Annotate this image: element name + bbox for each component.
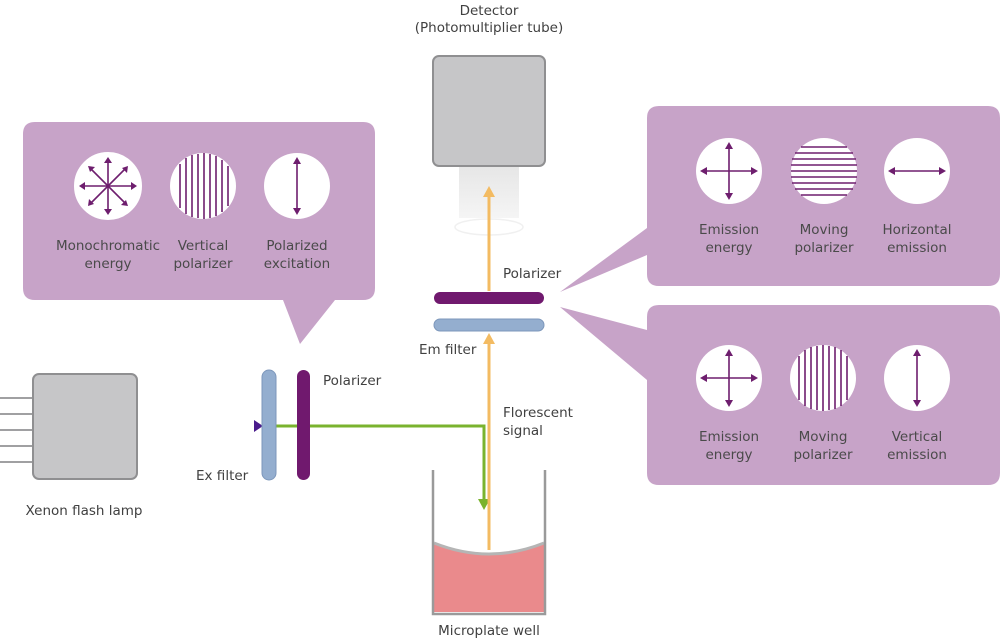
caption-line: Vertical [177, 238, 229, 254]
emission-beam [483, 186, 495, 550]
vertical-lines-icon [790, 345, 856, 411]
lamp-label: Xenon flash lamp [25, 503, 143, 519]
detector-label: Detector [459, 3, 519, 19]
caption-line: energy [705, 447, 753, 463]
monochromatic-beam [138, 420, 263, 432]
em-polarizer [434, 292, 544, 304]
ex-polarizer [297, 370, 310, 480]
xenon-flash-lamp [0, 373, 138, 480]
caption-line: polarizer [794, 240, 854, 256]
caption-horizontal-emission: Horizontal emission [862, 221, 972, 257]
caption-line: Emission [698, 429, 760, 445]
caption-line: energy [705, 240, 753, 256]
caption-vertical-emission: Vertical emission [862, 428, 972, 464]
caption-line: polarizer [173, 256, 233, 272]
cross-arrows-icon [696, 138, 762, 204]
ex-filter [261, 369, 277, 481]
vertical-lines-icon [170, 153, 236, 219]
caption-line: excitation [263, 256, 331, 272]
caption-moving-polarizer: Moving polarizer [768, 428, 878, 464]
cross-arrows-icon [696, 345, 762, 411]
signal-label: Florescent [503, 405, 573, 421]
emission-bubble-vertical [560, 305, 1000, 485]
detector-sublabel: (Photomultiplier tube) [414, 20, 564, 36]
em-filter [433, 318, 545, 332]
em-polarizer-label: Polarizer [503, 266, 562, 282]
horizontal-lines-icon [791, 138, 857, 204]
caption-line: Vertical [891, 429, 943, 445]
caption-vertical-polarizer: Vertical polarizer [148, 237, 258, 273]
caption-monochromatic-energy: Monochromatic energy [53, 237, 163, 273]
caption-line: Polarized [266, 238, 328, 254]
caption-moving-polarizer: Moving polarizer [769, 221, 879, 257]
em-filter-label: Em filter [419, 342, 477, 358]
signal-sublabel: signal [503, 423, 543, 439]
ex-polarizer-label: Polarizer [323, 373, 382, 389]
star-arrows-icon [74, 152, 142, 220]
caption-emission-energy: Emission energy [674, 428, 784, 464]
well-label: Microplate well [438, 623, 540, 639]
caption-line: Monochromatic [55, 238, 161, 254]
caption-line: emission [887, 240, 947, 256]
caption-line: polarizer [793, 447, 853, 463]
caption-line: Moving [799, 222, 849, 238]
caption-line: emission [887, 447, 947, 463]
caption-line: Horizontal [882, 222, 952, 238]
microplate-well [431, 470, 547, 616]
caption-polarized-excitation: Polarized excitation [242, 237, 352, 273]
caption-line: Emission [698, 222, 760, 238]
horizontal-arrow-icon [884, 138, 950, 204]
caption-line: Moving [798, 429, 848, 445]
ex-filter-label: Ex filter [196, 468, 249, 484]
caption-line: energy [84, 256, 132, 272]
vertical-arrow-icon [884, 345, 950, 411]
vertical-arrow-icon [264, 153, 330, 219]
caption-emission-energy: Emission energy [674, 221, 784, 257]
excitation-beam [276, 424, 490, 510]
